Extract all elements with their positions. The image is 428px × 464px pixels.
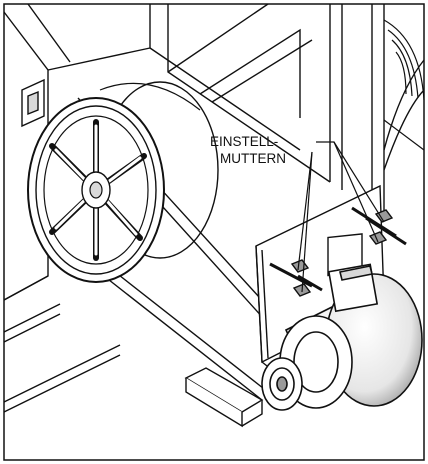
left-bracket <box>21 78 45 128</box>
callout-leaders <box>297 141 385 293</box>
adjusting-nuts-callout: EINSTELL- MUTTERN <box>210 134 385 293</box>
fan-pulley <box>27 97 165 283</box>
base-rail <box>184 367 264 428</box>
motor-pulley <box>261 357 303 411</box>
callout-line-1: EINSTELL- <box>210 134 278 149</box>
callout-line-2: MUTTERN <box>220 151 286 166</box>
blower-wheel <box>383 19 425 151</box>
blower-housing <box>3 3 425 413</box>
